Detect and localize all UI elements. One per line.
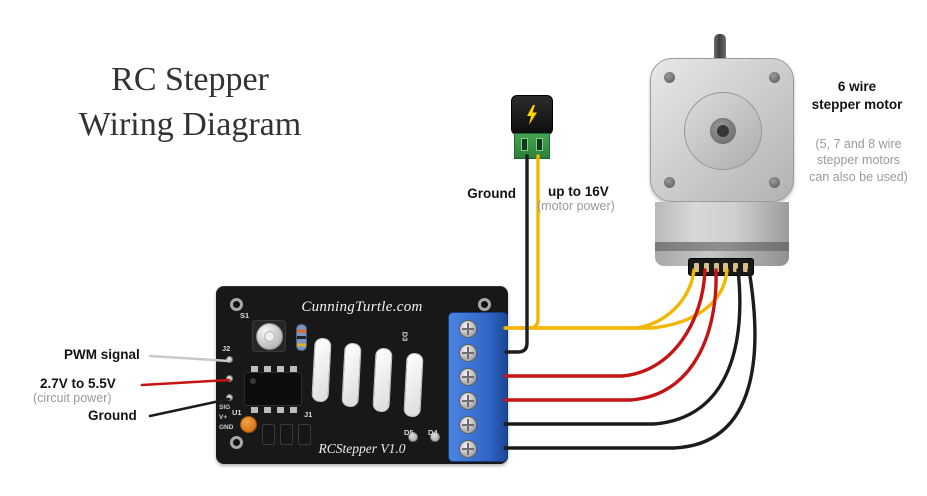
wire-motor-black-a [503, 268, 742, 426]
silkscreen-j1: J1 [304, 410, 313, 419]
diode-component [372, 347, 393, 413]
terminal-screw [459, 368, 477, 386]
silkscreen-vplus: V+ [219, 414, 228, 421]
push-button-cap [256, 323, 283, 350]
diagram-title: RC Stepper Wiring Diagram [52, 58, 328, 148]
motor-screw-hole [664, 72, 675, 83]
motor-note-line1: (5, 7 and 8 wire [815, 137, 902, 151]
connector-pin [713, 262, 719, 272]
wire-motor-red-b [503, 268, 718, 402]
chip-leg [264, 366, 271, 372]
motor-screw-hole [664, 177, 675, 188]
terminal-screw [459, 320, 477, 338]
signal-input-pad [226, 356, 233, 363]
wire-motor-yellow-a [503, 268, 696, 330]
connector-pin [723, 262, 729, 272]
circuit-voltage-sublabel: (circuit power) [33, 391, 112, 405]
chip-leg [277, 366, 284, 372]
chip-leg [264, 407, 271, 413]
silkscreen-s1: S1 [240, 311, 250, 320]
motor-type-line2: stepper motor [811, 96, 903, 112]
title-line2: Wiring Diagram [78, 105, 302, 143]
motor-note-line3: can also be used) [809, 169, 908, 184]
chip-leg [251, 407, 258, 413]
power-connector-pcb [514, 133, 550, 159]
ground-input-pad [226, 394, 233, 401]
motor-screw-hole [769, 177, 780, 188]
wire-motor-red-a [503, 268, 707, 378]
terminal-screw [459, 440, 477, 458]
motor-wire-connector [688, 258, 754, 276]
chip-leg [251, 366, 258, 372]
motor-type-label: 6 wire stepper motor [797, 78, 917, 113]
connector-pin [743, 262, 749, 272]
battery-voltage-label: up to 16V [548, 184, 609, 199]
driver-ic-chip [244, 366, 302, 413]
battery-voltage-sublabel: (motor power) [537, 199, 615, 213]
power-connector [511, 95, 555, 161]
motor-note-line2: stepper motors [816, 153, 901, 168]
motor-screw-hole [769, 72, 780, 83]
battery-ground-label: Ground [467, 186, 516, 201]
chip-leg [277, 407, 284, 413]
small-component [430, 432, 440, 442]
lightning-icon [527, 105, 537, 125]
power-connector-housing [511, 95, 553, 135]
mounting-hole [230, 298, 243, 311]
silkscreen-d3: D3 [400, 331, 410, 342]
wire-motor-black-b [503, 268, 757, 450]
motor-face-ring [684, 92, 762, 170]
terminal-screw [459, 344, 477, 362]
wire-motor-yellow-b [518, 268, 729, 330]
circuit-ground-label: Ground [88, 408, 137, 423]
wire-battery-positive-yellow [504, 154, 540, 330]
jumper-block [280, 424, 293, 445]
controller-board: CunningTurtle.com [216, 286, 508, 464]
terminal-screw [459, 392, 477, 410]
silkscreen-gnd: GND [219, 424, 234, 431]
circuit-voltage-label: 2.7V to 5.5V [40, 376, 116, 391]
connector-slot [521, 138, 528, 151]
stepper-motor [648, 34, 798, 276]
motor-hub [710, 118, 736, 144]
motor-top-plate [650, 58, 794, 202]
resistor [296, 324, 307, 351]
silkscreen-sig: SIG [219, 404, 231, 411]
push-button [252, 320, 286, 352]
connector-slot [536, 138, 543, 151]
capacitor [240, 416, 257, 433]
small-component [408, 432, 418, 442]
diode-component [341, 342, 362, 408]
screw-terminal-block [448, 312, 508, 462]
motor-lamination-band [655, 242, 789, 251]
diode-component [311, 337, 332, 403]
connector-pin [693, 262, 699, 272]
diode-component [403, 352, 424, 418]
mounting-hole [478, 298, 491, 311]
board-model-text: RCStepper V1.0 [318, 441, 406, 456]
motor-type-line1: 6 wire [837, 79, 877, 94]
mounting-hole [230, 436, 243, 449]
silkscreen-d5: D5 [404, 428, 414, 437]
motor-note: (5, 7 and 8 wire stepper motors can also… [790, 136, 927, 185]
power-input-pad [226, 375, 233, 382]
jumper-block [298, 424, 311, 445]
silkscreen-j2: J2 [222, 344, 231, 353]
title-line1: RC Stepper [111, 61, 269, 98]
connector-pin [733, 262, 739, 272]
jumper-block [262, 424, 275, 445]
push-button-plunger [264, 331, 275, 342]
motor-body [655, 202, 789, 242]
terminal-screw [459, 416, 477, 434]
silkscreen-u1: U1 [232, 408, 242, 417]
pwm-signal-label: PWM signal [64, 347, 140, 362]
chip-leg [290, 407, 297, 413]
board-brand-text: CunningTurtle.com [301, 299, 423, 315]
silkscreen-d4: D4 [428, 428, 438, 437]
chip-pin1-dot [250, 378, 256, 384]
connector-pin [703, 262, 709, 272]
chip-leg [290, 366, 297, 372]
